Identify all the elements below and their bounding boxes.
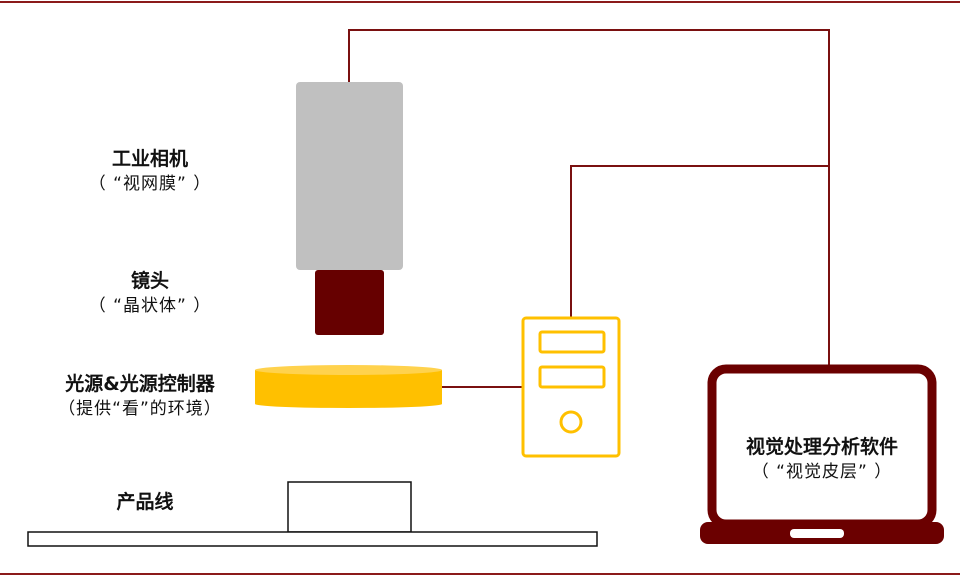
conveyor-belt (27, 531, 598, 547)
lens-icon (315, 270, 384, 335)
bottom-rule (0, 573, 960, 575)
software-title: 视觉处理分析软件 (745, 436, 898, 458)
light-label: 光源&光源控制器 （提供“看”的环境） (30, 371, 250, 421)
software-label: 视觉处理分析软件 （ “视觉皮层” ） (717, 434, 927, 484)
lens-title: 镜头 (130, 270, 169, 292)
camera-to-laptop-wire (348, 29, 830, 366)
connection-wires (348, 29, 830, 388)
pc-tower-icon (521, 316, 621, 458)
line-title: 产品线 (116, 491, 174, 513)
line-label: 产品线 (90, 489, 200, 515)
pc-to-laptop-wire (570, 165, 829, 318)
camera-label: 工业相机 （ “视网膜” ） (70, 146, 230, 196)
top-rule (0, 1, 960, 3)
lens-subtitle: （ “晶状体” ） (88, 296, 212, 316)
light-source (255, 365, 442, 408)
software-subtitle: （ “视觉皮层” ） (751, 462, 893, 482)
product-box (287, 481, 412, 533)
lens-label: 镜头 （ “晶状体” ） (70, 268, 230, 318)
light-title: 光源&光源控制器 (65, 373, 215, 395)
light-subtitle: （提供“看”的环境） (58, 399, 222, 419)
camera-body (296, 82, 403, 270)
camera-title: 工业相机 (111, 148, 188, 170)
camera-subtitle: （ “视网膜” ） (88, 174, 212, 194)
laptop-icon (700, 364, 944, 544)
